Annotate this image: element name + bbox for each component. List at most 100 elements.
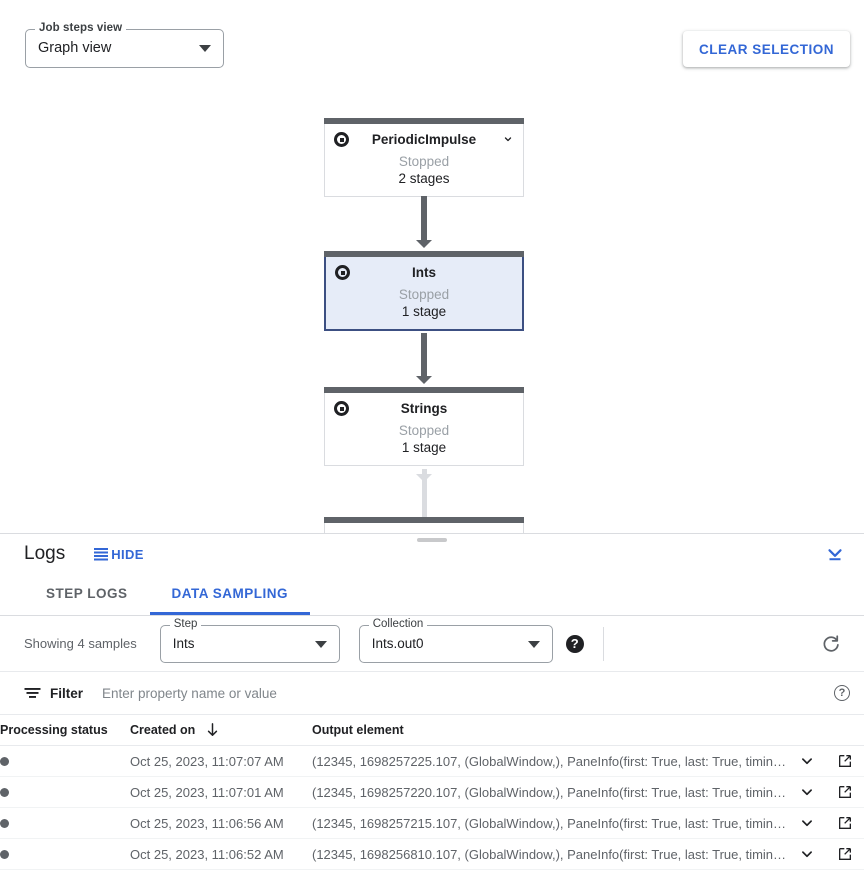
- open-in-new-button[interactable]: [826, 815, 864, 831]
- chevron-down-icon: [802, 758, 812, 765]
- chevron-down-icon: [802, 789, 812, 796]
- open-in-new-icon: [839, 755, 851, 767]
- data-sampling-table: Processing status Created on Output elem…: [0, 715, 864, 870]
- sort-descending-arrow-icon: [207, 723, 217, 737]
- job-steps-view-label: Job steps view: [35, 22, 127, 34]
- row-created-on: Oct 25, 2023, 11:07:01 AM: [130, 776, 312, 808]
- table-body: Oct 25, 2023, 11:07:07 AM (12345, 169825…: [0, 745, 864, 870]
- row-output-element: (12345, 1698256810.107, (GlobalWindow,),…: [312, 838, 788, 870]
- clear-selection-button[interactable]: CLEAR SELECTION: [682, 31, 850, 67]
- open-in-new-button[interactable]: [826, 753, 864, 769]
- open-in-new-button[interactable]: [826, 784, 864, 800]
- graph-node-ints[interactable]: Ints Stopped 1 stage: [324, 251, 524, 331]
- logs-panel-header: Logs HIDE: [0, 534, 864, 574]
- table-row[interactable]: Oct 25, 2023, 11:06:56 AM (12345, 169825…: [0, 807, 864, 839]
- column-created-on[interactable]: Created on: [130, 715, 312, 746]
- column-open: [826, 715, 864, 746]
- node-stages: 1 stage: [401, 304, 447, 319]
- node-title: Ints: [411, 264, 436, 280]
- node-title: Strings: [400, 400, 448, 416]
- row-expand-cell: [788, 838, 826, 870]
- column-processing-status[interactable]: Processing status: [0, 715, 130, 746]
- filter-row: Filter ?: [0, 672, 864, 715]
- job-steps-view-select[interactable]: Job steps view Graph view: [25, 22, 224, 68]
- table-header: Processing status Created on Output elem…: [0, 715, 864, 746]
- open-in-new-icon: [839, 786, 851, 798]
- tab-data-sampling[interactable]: DATA SAMPLING: [149, 574, 311, 615]
- chevron-down-icon[interactable]: [502, 133, 514, 145]
- job-graph-canvas[interactable]: Job steps view Graph view CLEAR SELECTIO…: [0, 0, 864, 533]
- row-status: [0, 776, 130, 808]
- table-row[interactable]: Oct 25, 2023, 11:07:07 AM (12345, 169825…: [0, 745, 864, 777]
- table-row[interactable]: Oct 25, 2023, 11:07:01 AM (12345, 169825…: [0, 776, 864, 808]
- chevron-down-icon: [802, 851, 812, 858]
- row-output-element: (12345, 1698257215.107, (GlobalWindow,),…: [312, 807, 788, 839]
- filter-label: Filter: [50, 685, 84, 701]
- node-header: Ints: [326, 257, 522, 287]
- divider: [602, 626, 604, 661]
- node-header: PeriodicImpulse: [325, 124, 523, 154]
- status-dot-icon: [0, 756, 9, 766]
- graph-edge-3: [421, 469, 427, 521]
- filter-input[interactable]: [100, 684, 834, 702]
- row-status: [0, 838, 130, 870]
- row-status: [0, 745, 130, 777]
- node-status: Stopped: [398, 423, 450, 438]
- filter-icon: [24, 688, 41, 698]
- node-status: Stopped: [398, 287, 450, 302]
- chevron-down-icon: [314, 640, 327, 648]
- expand-row-button[interactable]: [788, 783, 826, 801]
- graph-edge-arrow-2: [416, 376, 432, 384]
- collection-select[interactable]: Collection Ints.out0: [358, 617, 553, 663]
- expand-row-button[interactable]: [788, 814, 826, 832]
- node-status-bar: [324, 251, 524, 257]
- status-dot-icon: [0, 787, 9, 797]
- column-created-on-label: Created on: [130, 722, 196, 737]
- collapse-panel-button[interactable]: [820, 543, 850, 565]
- column-output-element[interactable]: Output element: [312, 715, 788, 746]
- open-in-new-icon: [839, 848, 851, 860]
- graph-node-partial[interactable]: [324, 517, 524, 533]
- help-icon[interactable]: ?: [565, 634, 584, 653]
- filter-help-icon[interactable]: ?: [834, 685, 850, 701]
- row-open-cell: [826, 776, 864, 808]
- stop-icon: [334, 401, 349, 416]
- hide-logs-label: HIDE: [111, 546, 144, 562]
- graph-node-strings[interactable]: Strings Stopped 1 stage: [324, 387, 524, 466]
- node-stages: 2 stages: [398, 171, 450, 186]
- expand-row-button[interactable]: [788, 845, 826, 863]
- chevron-down-icon: [199, 45, 211, 52]
- job-steps-view-value: Graph view: [38, 40, 112, 56]
- tab-step-logs[interactable]: STEP LOGS: [24, 574, 150, 615]
- row-status: [0, 807, 130, 839]
- expand-row-button[interactable]: [788, 752, 826, 770]
- row-output-element: (12345, 1698257220.107, (GlobalWindow,),…: [312, 776, 788, 808]
- list-icon: [94, 548, 109, 561]
- graph-edge-1: [421, 196, 427, 242]
- panel-resize-handle[interactable]: [417, 538, 447, 542]
- row-created-on: Oct 25, 2023, 11:07:07 AM: [130, 745, 312, 777]
- hide-logs-button[interactable]: HIDE: [93, 547, 144, 562]
- row-created-on: Oct 25, 2023, 11:06:52 AM: [130, 838, 312, 870]
- step-select[interactable]: Step Ints: [159, 617, 340, 663]
- column-expand: [788, 715, 826, 746]
- table-row[interactable]: Oct 25, 2023, 11:06:52 AM (12345, 169825…: [0, 838, 864, 870]
- logs-panel: Logs HIDE STEP LOGS DATA SAMPLING: [0, 533, 864, 870]
- logs-tabs: STEP LOGS DATA SAMPLING: [0, 574, 864, 616]
- sampling-controls: Showing 4 samples Step Ints Collection I…: [0, 616, 864, 672]
- step-select-value: Ints: [172, 635, 195, 651]
- step-select-label: Step: [169, 617, 202, 630]
- chevron-down-bar-icon: [828, 549, 842, 561]
- node-status-bar: [324, 118, 524, 124]
- status-dot-icon: [0, 818, 9, 828]
- refresh-button[interactable]: [812, 629, 850, 659]
- collection-select-label: Collection: [368, 617, 428, 630]
- row-open-cell: [826, 807, 864, 839]
- chevron-down-icon: [527, 640, 540, 648]
- open-in-new-button[interactable]: [826, 846, 864, 862]
- chevron-down-icon: [802, 820, 812, 827]
- graph-node-periodicimpulse[interactable]: PeriodicImpulse Stopped 2 stages: [324, 118, 524, 197]
- stop-icon: [335, 265, 350, 280]
- row-output-element: (12345, 1698257225.107, (GlobalWindow,),…: [312, 745, 788, 777]
